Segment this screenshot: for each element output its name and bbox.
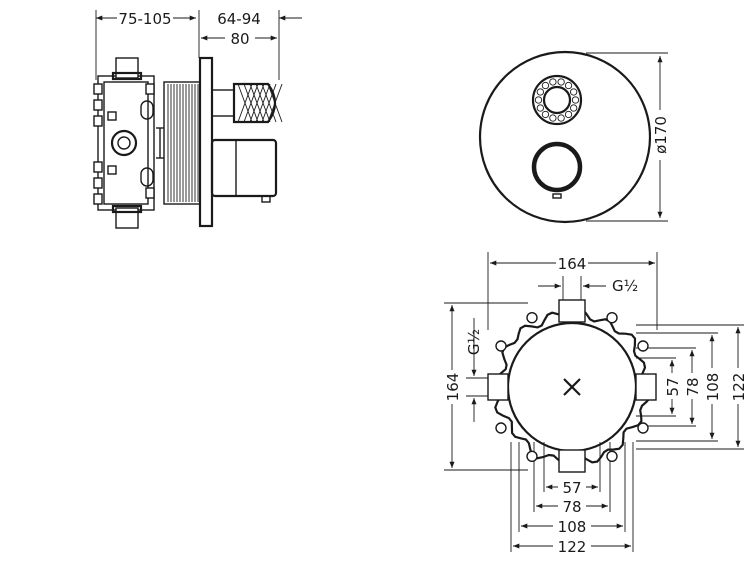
dim-front: 64-94 — [217, 10, 261, 28]
dim-right-108: 108 — [704, 373, 722, 402]
indicator-mark — [552, 193, 562, 199]
right-dimensions: 57 78 108 122 — [636, 324, 748, 450]
mounting-body — [93, 57, 164, 229]
dim-thread-top: G½ — [612, 277, 638, 295]
front-view: ø170 — [478, 50, 670, 224]
dim-cover: 80 — [230, 30, 249, 48]
dim-bottom-108: 108 — [558, 518, 587, 536]
cover-plate-round — [478, 50, 652, 224]
selector-knob — [211, 82, 283, 124]
port-right — [635, 373, 657, 401]
dim-right-122: 122 — [730, 373, 748, 402]
port-bottom — [558, 449, 586, 473]
thermostat-ring — [531, 141, 583, 193]
bottom-dimensions: 57 78 108 122 — [510, 442, 634, 556]
selector-knob-front — [531, 74, 583, 126]
temperature-handle — [210, 138, 278, 203]
dim-total: 75-105 — [118, 10, 171, 28]
dim-height: 164 — [444, 373, 462, 402]
cover-plate — [198, 56, 214, 228]
dim-right-57: 57 — [664, 377, 682, 396]
dim-thread-left: G½ — [465, 329, 483, 355]
dim-bottom-57: 57 — [562, 479, 581, 497]
port-left — [487, 373, 509, 401]
dim-bottom-78: 78 — [562, 498, 581, 516]
port-top — [558, 299, 586, 323]
dim-bottom-122: 122 — [558, 538, 587, 556]
box-view: 164 G½ 164 G½ — [443, 252, 748, 556]
cartridge-ribs — [163, 81, 201, 205]
dim-right-78: 78 — [684, 377, 702, 396]
dim-width: 164 — [558, 255, 587, 273]
side-view: 75-105 64-94 80 — [93, 9, 302, 229]
dim-diameter: ø170 — [652, 116, 670, 154]
